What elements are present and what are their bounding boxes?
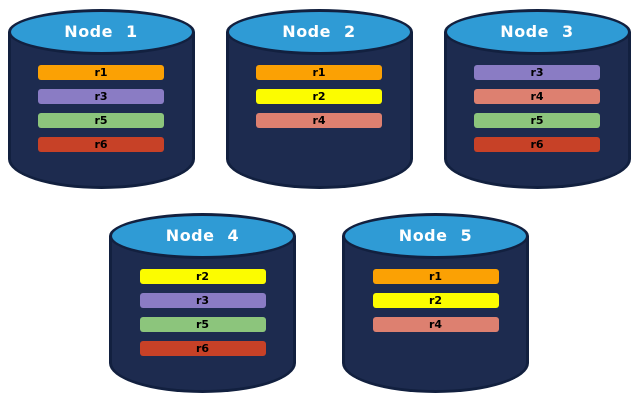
cylinder-body — [342, 236, 529, 393]
node-row-top: Node 1 r1 r3 r5 r6 Node 2 r1 r2 r4 Node … — [0, 0, 638, 189]
cylinder-top-ellipse: Node 4 — [109, 213, 296, 259]
replica-bar: r4 — [474, 89, 600, 104]
replica-label: r2 — [428, 294, 443, 307]
replica-label: r1 — [428, 270, 443, 283]
replica-bar: r1 — [38, 65, 164, 80]
database-node: Node 2 r1 r2 r4 — [225, 9, 413, 189]
replica-bar: r5 — [139, 317, 266, 332]
node-label: Node 4 — [165, 226, 240, 245]
replica-label: r1 — [312, 66, 326, 79]
cylinder-body — [443, 32, 631, 189]
replica-bar: r1 — [372, 269, 499, 284]
replica-bar: r3 — [474, 65, 600, 80]
replica-list: r1 r2 r4 — [342, 269, 529, 332]
cylinder-body — [7, 32, 195, 189]
node-label: Node 3 — [500, 22, 574, 41]
database-node: Node 1 r1 r3 r5 r6 — [7, 9, 195, 189]
replica-bar: r3 — [139, 293, 266, 308]
cylinder-body — [109, 236, 296, 393]
replica-label: r5 — [530, 114, 544, 127]
replica-bar: r3 — [38, 89, 164, 104]
replica-label: r5 — [195, 318, 210, 331]
replica-list: r2 r3 r5 r6 — [109, 269, 296, 356]
replica-label: r6 — [195, 342, 210, 355]
replica-bar: r4 — [372, 317, 499, 332]
replica-bar: r2 — [139, 269, 266, 284]
replica-label: r1 — [94, 66, 108, 79]
node-label: Node 1 — [64, 22, 138, 41]
replica-label: r2 — [195, 270, 210, 283]
replica-label: r2 — [312, 90, 326, 103]
replica-bar: r5 — [474, 113, 600, 128]
replica-list: r1 r3 r5 r6 — [8, 65, 195, 152]
replica-bar: r6 — [474, 137, 600, 152]
replica-label: r6 — [530, 138, 544, 151]
replica-list: r3 r4 r5 r6 — [444, 65, 631, 152]
cylinder-top-ellipse: Node 1 — [7, 9, 195, 55]
replica-label: r3 — [94, 90, 108, 103]
replica-bar: r2 — [256, 89, 382, 104]
replica-label: r5 — [94, 114, 108, 127]
node-label: Node 2 — [282, 22, 356, 41]
cylinder-top-ellipse: Node 3 — [443, 9, 631, 55]
replica-label: r4 — [312, 114, 326, 127]
replica-label: r3 — [530, 66, 544, 79]
replica-bar: r6 — [38, 137, 164, 152]
replica-label: r4 — [428, 318, 443, 331]
replica-label: r6 — [94, 138, 108, 151]
replica-label: r4 — [530, 90, 544, 103]
database-node: Node 5 r1 r2 r4 — [342, 213, 529, 393]
database-node: Node 4 r2 r3 r5 r6 — [109, 213, 296, 393]
replica-bar: r5 — [38, 113, 164, 128]
node-label: Node 5 — [398, 226, 473, 245]
node-row-bottom: Node 4 r2 r3 r5 r6 Node 5 r1 r2 r4 — [0, 189, 638, 393]
cylinder-top-ellipse: Node 5 — [342, 213, 529, 259]
cylinder-body — [225, 32, 413, 189]
cylinder-top-ellipse: Node 2 — [225, 9, 413, 55]
replica-label: r3 — [195, 294, 210, 307]
replica-bar: r4 — [256, 113, 382, 128]
replica-bar: r1 — [256, 65, 382, 80]
replica-bar: r6 — [139, 341, 266, 356]
database-node: Node 3 r3 r4 r5 r6 — [443, 9, 631, 189]
replica-bar: r2 — [372, 293, 499, 308]
replica-list: r1 r2 r4 — [226, 65, 413, 128]
